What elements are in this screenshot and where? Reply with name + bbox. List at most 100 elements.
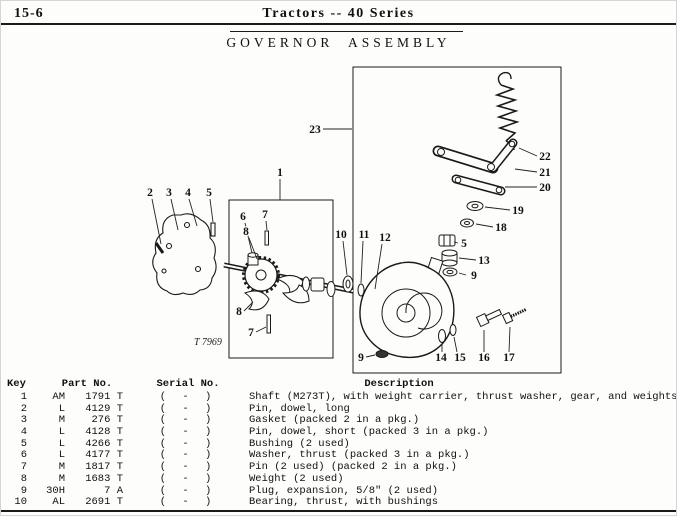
cell-part-prefix: M xyxy=(58,414,65,427)
cell-key: 2 xyxy=(20,402,27,415)
cell-part-number: 1791 T xyxy=(85,391,123,403)
governor-spring xyxy=(494,84,520,142)
cell-key: 4 xyxy=(20,426,27,439)
dowel-pin-long xyxy=(154,242,165,254)
washer-15 xyxy=(449,324,457,336)
cell-description: Plug, expansion, 5/8" (2 used) xyxy=(249,484,439,497)
cell-serial: ( - ) xyxy=(159,496,217,509)
housing-subassembly-box xyxy=(352,66,562,374)
callout-number-18: 18 xyxy=(495,222,507,234)
callout-number-16: 16 xyxy=(478,352,490,364)
callout-number-8: 8 xyxy=(236,306,242,318)
callout-number-5: 5 xyxy=(206,187,212,199)
callout-line-22 xyxy=(518,147,538,157)
figure-label: T 7969 xyxy=(194,337,222,348)
pin-part-lower xyxy=(266,314,271,334)
page-number: 15-6 xyxy=(14,6,44,21)
cell-part-prefix: L xyxy=(58,402,65,415)
callout-line-15 xyxy=(453,336,458,353)
callout-line-12 xyxy=(374,243,383,290)
cell-description: Pin, dowel, long xyxy=(249,402,350,415)
callout-number-1: 1 xyxy=(277,167,283,179)
cell-description: Gasket (packed 2 in a pkg.) xyxy=(249,414,420,427)
cell-part-number: 276 T xyxy=(91,414,123,427)
header-rule xyxy=(1,23,676,25)
cell-part-prefix: L xyxy=(58,437,65,450)
callout-number-2: 2 xyxy=(147,187,153,199)
cell-part-number: 1817 T xyxy=(85,461,123,474)
parts-table-header: Key Part No. Serial No. Description xyxy=(1,378,676,391)
cell-description: Pin, dowel, short (packed 3 in a pkg.) xyxy=(249,426,489,439)
callout-number-14: 14 xyxy=(435,352,447,364)
callout-number-4: 4 xyxy=(185,187,191,199)
footer-rule xyxy=(1,510,676,512)
cell-key: 10 xyxy=(14,496,27,509)
cell-serial: ( - ) xyxy=(159,414,217,427)
cell-serial: ( - ) xyxy=(159,449,217,462)
header-key: Key xyxy=(7,378,26,390)
cell-part-prefix: L xyxy=(58,449,65,462)
table-row: 4 L 4128 T ( - ) Pin, dowel, short (packed 3… xyxy=(1,426,676,438)
callout-line-3 xyxy=(170,198,179,231)
callout-number-23: 23 xyxy=(309,124,321,136)
cell-description: Washer, thrust (packed 3 in a pkg.) xyxy=(249,449,470,462)
washer-18 xyxy=(460,218,474,228)
shaft-assembly xyxy=(223,230,379,334)
cell-serial: ( - ) xyxy=(159,391,217,403)
cell-part-number: 1683 T xyxy=(85,472,123,485)
callout-line-17 xyxy=(508,326,511,353)
callout-line-21 xyxy=(514,168,538,173)
callout-line-4 xyxy=(188,198,198,227)
cell-key: 7 xyxy=(20,461,27,474)
callout-line-9 xyxy=(458,272,467,276)
callout-line-5 xyxy=(453,241,459,244)
callout-line-6 xyxy=(244,222,253,254)
cell-key: 5 xyxy=(20,437,27,450)
callout-line-11 xyxy=(360,240,364,284)
callout-number-13: 13 xyxy=(478,255,490,267)
cell-description: Bearing, thrust, with bushings xyxy=(249,496,439,509)
cell-part-prefix: AL xyxy=(52,496,65,509)
expansion-plug xyxy=(375,350,389,358)
callout-line-19 xyxy=(484,206,511,211)
cell-serial: ( - ) xyxy=(159,426,217,439)
callout-number-7: 7 xyxy=(248,327,254,339)
dowel-pin-short xyxy=(210,222,216,237)
cell-description: Pin (2 used) (packed 2 in a pkg.) xyxy=(249,461,457,474)
callout-line-8 xyxy=(243,301,254,312)
cell-part-number: 4129 T xyxy=(85,402,123,415)
cap-screw xyxy=(501,308,527,325)
shaft-subassembly-box xyxy=(228,199,334,359)
washer-19 xyxy=(466,201,484,211)
callout-line-18 xyxy=(475,223,494,228)
callout-number-9: 9 xyxy=(471,270,477,282)
cell-part-number: 4128 T xyxy=(85,426,123,439)
callout-number-7: 7 xyxy=(262,209,268,221)
cell-part-number: 2691 T xyxy=(85,496,123,509)
callout-number-9: 9 xyxy=(358,352,364,364)
callout-line-7 xyxy=(255,326,267,333)
governor-housing xyxy=(359,261,455,359)
callout-line-9 xyxy=(365,354,376,358)
cell-part-number: 4177 T xyxy=(85,449,123,462)
thrust-washer xyxy=(302,276,310,292)
governor-housing-assembly xyxy=(359,71,527,359)
cell-part-prefix: L xyxy=(58,426,65,439)
callout-line-7 xyxy=(265,220,268,231)
callout-number-21: 21 xyxy=(539,167,551,179)
callout-number-11: 11 xyxy=(359,229,370,241)
callout-number-20: 20 xyxy=(539,182,551,194)
callout-number-22: 22 xyxy=(539,151,551,163)
callout-line-5 xyxy=(209,198,214,223)
cell-key: 1 xyxy=(20,391,27,403)
header-title: Tractors -- 40 Series xyxy=(262,6,415,21)
